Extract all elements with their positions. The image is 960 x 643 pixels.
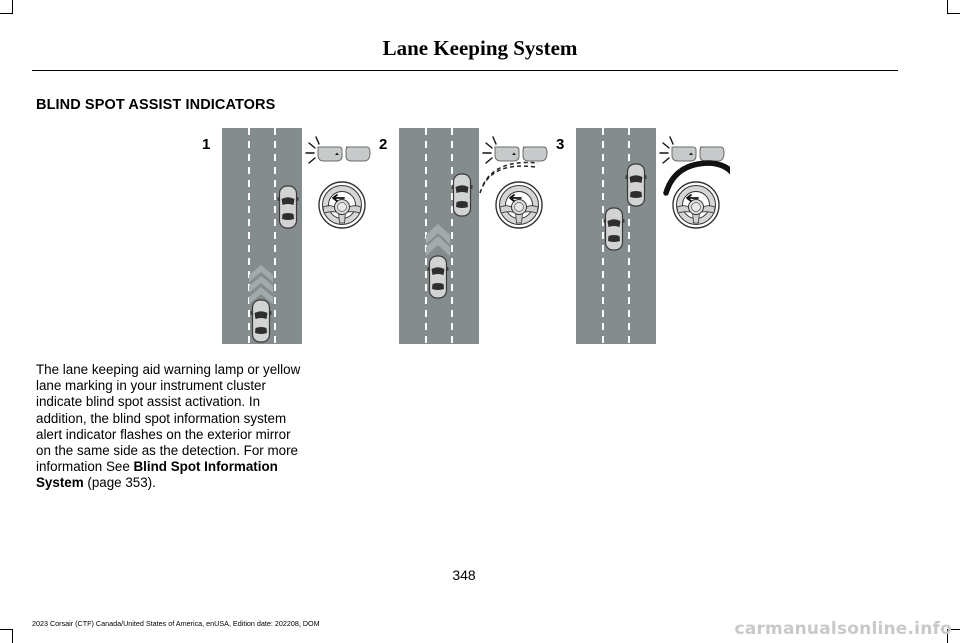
crop-mark-bottom-right-h [947, 629, 960, 630]
steering-wheel-1 [318, 181, 366, 229]
crop-mark-top-left-v [12, 0, 13, 14]
footer-edition-text: 2023 Corsair (CTF) Canada/United States … [32, 619, 320, 628]
panel-3: 3 [556, 128, 730, 344]
crop-mark-bottom-right-v [947, 629, 948, 643]
crop-mark-bottom-left-v [12, 629, 13, 643]
steering-wheel-3 [672, 181, 720, 229]
blind-spot-assist-illustration: 1 2 3 [202, 128, 730, 344]
panel-2-number: 2 [379, 136, 387, 153]
mirrors-1 [305, 136, 371, 164]
blind-spot-information-system-reference: Blind Spot Information System [36, 459, 278, 491]
crop-mark-top-right-v [947, 0, 948, 14]
steering-wheel-2 [495, 181, 543, 229]
panel-1-number: 1 [202, 136, 210, 153]
body-paragraph: The lane keeping aid warning lamp or yel… [36, 362, 308, 492]
panel-3-number: 3 [556, 136, 564, 153]
car-host-1 [249, 299, 273, 343]
car-adjacent-1 [276, 185, 300, 229]
section-heading: BLIND SPOT ASSIST INDICATORS [36, 97, 276, 113]
crop-mark-top-right-h [947, 13, 960, 14]
body-text-page-ref: (page 353). [83, 475, 156, 491]
car-adjacent-2 [450, 173, 474, 217]
panel-2: 2 [379, 128, 548, 344]
steering-arc-arrow-3 [663, 160, 730, 196]
approach-chevrons-2 [426, 224, 450, 256]
mirrors-2 [482, 136, 548, 164]
watermark: carmanualsonline.info [734, 619, 952, 639]
car-adjacent-3 [624, 163, 648, 207]
body-text: The lane keeping aid warning lamp or yel… [36, 362, 301, 475]
panel-1: 1 [202, 128, 371, 344]
steering-correction-arc-2 [479, 165, 537, 194]
mirrors-3 [659, 136, 725, 164]
header-divider [32, 70, 898, 71]
approach-chevrons-1 [249, 265, 273, 304]
road-2 [399, 128, 479, 344]
car-host-3 [602, 207, 626, 251]
page-number: 348 [452, 567, 476, 583]
crop-mark-bottom-left-h [0, 629, 13, 630]
page-header-title: Lane Keeping System [382, 36, 578, 60]
crop-mark-top-left-h [0, 13, 13, 14]
car-host-2 [426, 255, 450, 299]
